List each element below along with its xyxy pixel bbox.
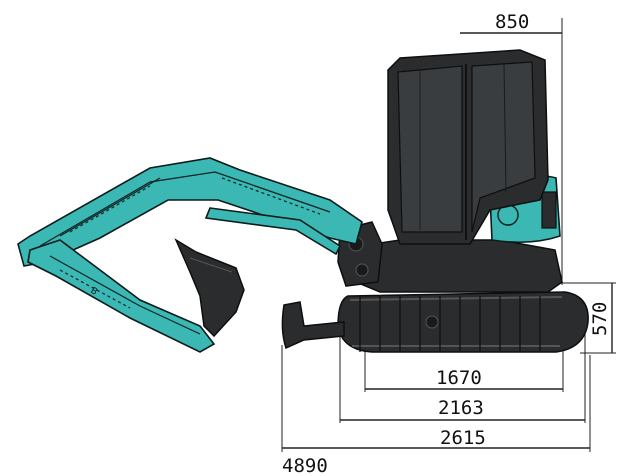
dim-overall-length: 4890 xyxy=(282,455,328,476)
operator-cab xyxy=(387,49,549,245)
dozer-blade xyxy=(281,301,345,350)
dim-overall-track-blade-label: 2615 xyxy=(440,427,486,449)
dim-overall-length-label: 4890 xyxy=(282,455,328,476)
upper-structure xyxy=(355,175,563,293)
excavator-illustration: B xyxy=(17,49,589,353)
dim-track-height-label: 570 xyxy=(589,302,611,336)
dim-track-height: 570 xyxy=(562,282,616,354)
arm: B xyxy=(27,239,216,353)
dim-tumbler-distance: 1670 xyxy=(364,330,564,392)
dim-rear-overhang-label: 850 xyxy=(495,11,529,33)
dim-track-length-label: 2163 xyxy=(438,397,484,419)
dim-tumbler-distance-label: 1670 xyxy=(436,367,482,389)
bucket xyxy=(174,238,245,338)
svg-text:B: B xyxy=(89,286,99,298)
dim-rear-overhang: 850 xyxy=(460,11,563,285)
boom-cylinder xyxy=(204,207,342,256)
dim-track-length: 2163 xyxy=(339,320,586,423)
dim-overall-track-blade: 2615 xyxy=(281,345,591,452)
crawler-track xyxy=(337,291,589,353)
